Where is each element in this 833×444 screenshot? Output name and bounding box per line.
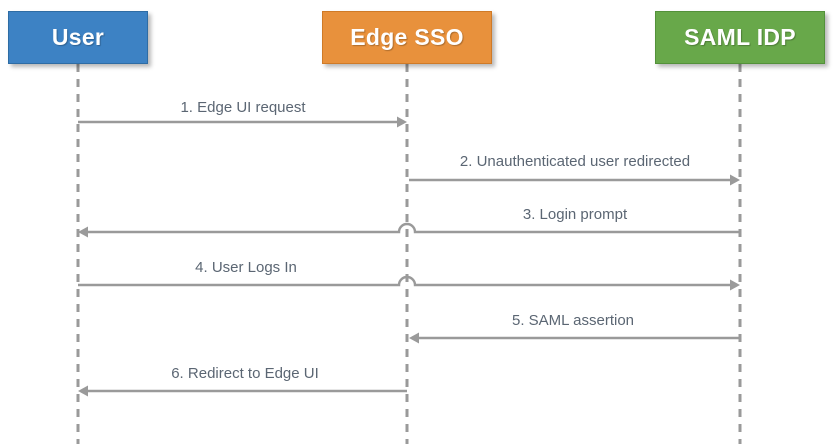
participant-label-saml-idp: SAML IDP	[684, 24, 796, 50]
message-arrowhead-2	[730, 174, 740, 186]
message-2[interactable]	[409, 174, 740, 186]
message-label-5: 5. SAML assertion	[512, 312, 634, 329]
participant-label-user: User	[51, 24, 105, 50]
message-arrowhead-5	[409, 332, 419, 344]
participant-user[interactable]: User	[8, 11, 148, 64]
message-3[interactable]	[78, 222, 740, 238]
participant-saml-idp[interactable]: SAML IDP	[655, 11, 825, 64]
message-label-3: 3. Login prompt	[522, 206, 628, 223]
message-6[interactable]	[78, 385, 407, 397]
message-line-3	[87, 222, 740, 234]
participant-edge-sso[interactable]: Edge SSO	[322, 11, 492, 64]
message-arrowhead-4	[730, 279, 740, 291]
message-arrowhead-6	[78, 385, 88, 397]
lifelines-group	[76, 64, 742, 444]
message-label-6: 6. Redirect to Edge UI	[171, 365, 319, 382]
message-label-1: 1. Edge UI request	[180, 99, 306, 116]
message-label-4: 4. User Logs In	[195, 259, 297, 276]
message-arrowhead-1	[397, 116, 407, 128]
message-4[interactable]	[78, 275, 740, 291]
message-label-2: 2. Unauthenticated user redirected	[459, 153, 691, 170]
message-arrowhead-3	[78, 226, 88, 238]
message-1[interactable]	[78, 116, 407, 128]
participant-label-edge-sso: Edge SSO	[350, 24, 464, 50]
message-5[interactable]	[409, 332, 740, 344]
message-line-4	[78, 275, 731, 287]
